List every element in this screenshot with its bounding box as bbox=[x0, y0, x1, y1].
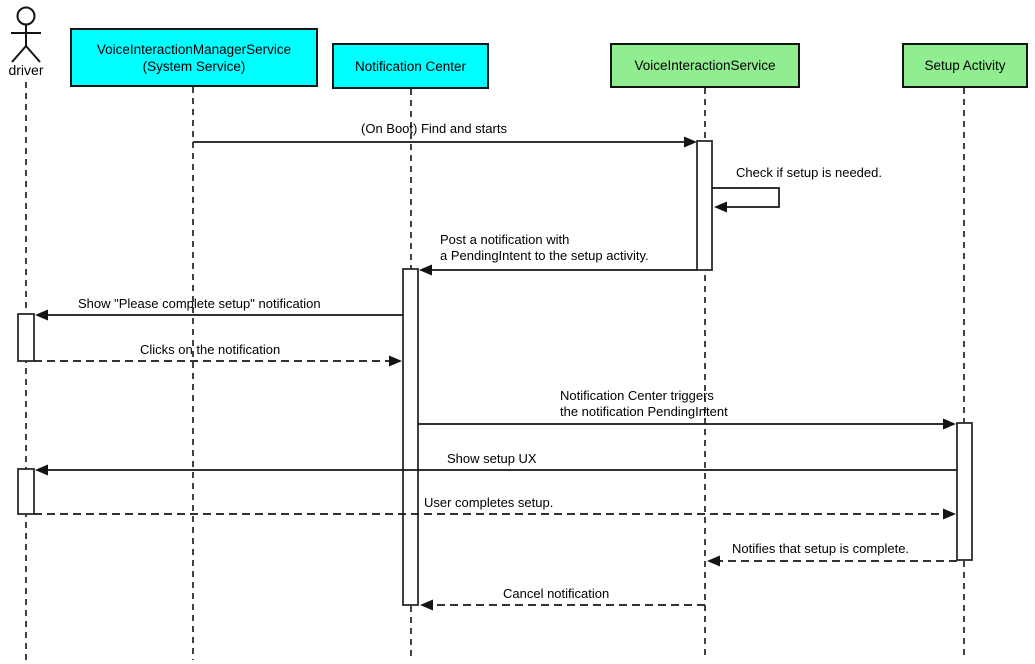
message-label-cancel-notification: Cancel notification bbox=[503, 586, 610, 601]
message-label-user-completes-setup: User completes setup. bbox=[424, 495, 554, 510]
message-label-check-if-setup-is-needed: Check if setup is needed. bbox=[736, 165, 882, 180]
participant-box-setup-activity: Setup Activity bbox=[902, 43, 1028, 88]
message-arrow-cancel-notification bbox=[420, 599, 705, 611]
message-arrow-show-setup-ux bbox=[35, 464, 957, 476]
participant-label-driver: driver bbox=[8, 62, 44, 78]
activation-bar-voice-interaction-service bbox=[696, 140, 713, 271]
actor-icon-driver bbox=[11, 6, 41, 63]
participant-box-voice-interaction-manager-service: VoiceInteractionManagerService (System S… bbox=[70, 28, 318, 87]
participant-box-notification-center: Notification Center bbox=[332, 43, 489, 89]
message-label-show-please-complete-setup-notification: Show "Please complete setup" notificatio… bbox=[78, 296, 321, 311]
activation-bar-setup-activity bbox=[956, 422, 973, 561]
message-label-on-boot-find-and-starts: (On Boot) Find and starts bbox=[361, 121, 507, 136]
message-arrow-clicks-on-the-notification bbox=[34, 355, 402, 367]
message-arrow-check-if-setup-is-needed bbox=[712, 187, 780, 213]
message-arrow-user-completes-setup bbox=[34, 508, 956, 520]
message-arrow-show-please-complete-setup-notification bbox=[35, 309, 403, 321]
activation-bar-notification-center bbox=[402, 268, 419, 606]
activation-bar-driver-1 bbox=[17, 313, 35, 362]
message-label-post-a-notification: Post a notification with a PendingIntent… bbox=[440, 232, 649, 263]
message-label-show-setup-ux: Show setup UX bbox=[447, 451, 537, 466]
message-label-notifies-that-setup-is-complete: Notifies that setup is complete. bbox=[732, 541, 910, 556]
message-label-clicks-on-the-notification: Clicks on the notification bbox=[140, 342, 281, 357]
message-arrow-notification-center-triggers-pendingintent bbox=[418, 418, 956, 430]
message-arrow-on-boot-find-and-starts bbox=[193, 136, 697, 148]
message-arrow-post-a-notification bbox=[419, 264, 697, 276]
activation-bar-driver-2 bbox=[17, 468, 35, 515]
message-label-notification-center-triggers-pendingintent: Notification Center triggers the notific… bbox=[560, 388, 728, 419]
participant-box-voice-interaction-service: VoiceInteractionService bbox=[610, 43, 800, 88]
message-arrow-notifies-that-setup-is-complete bbox=[707, 555, 957, 567]
